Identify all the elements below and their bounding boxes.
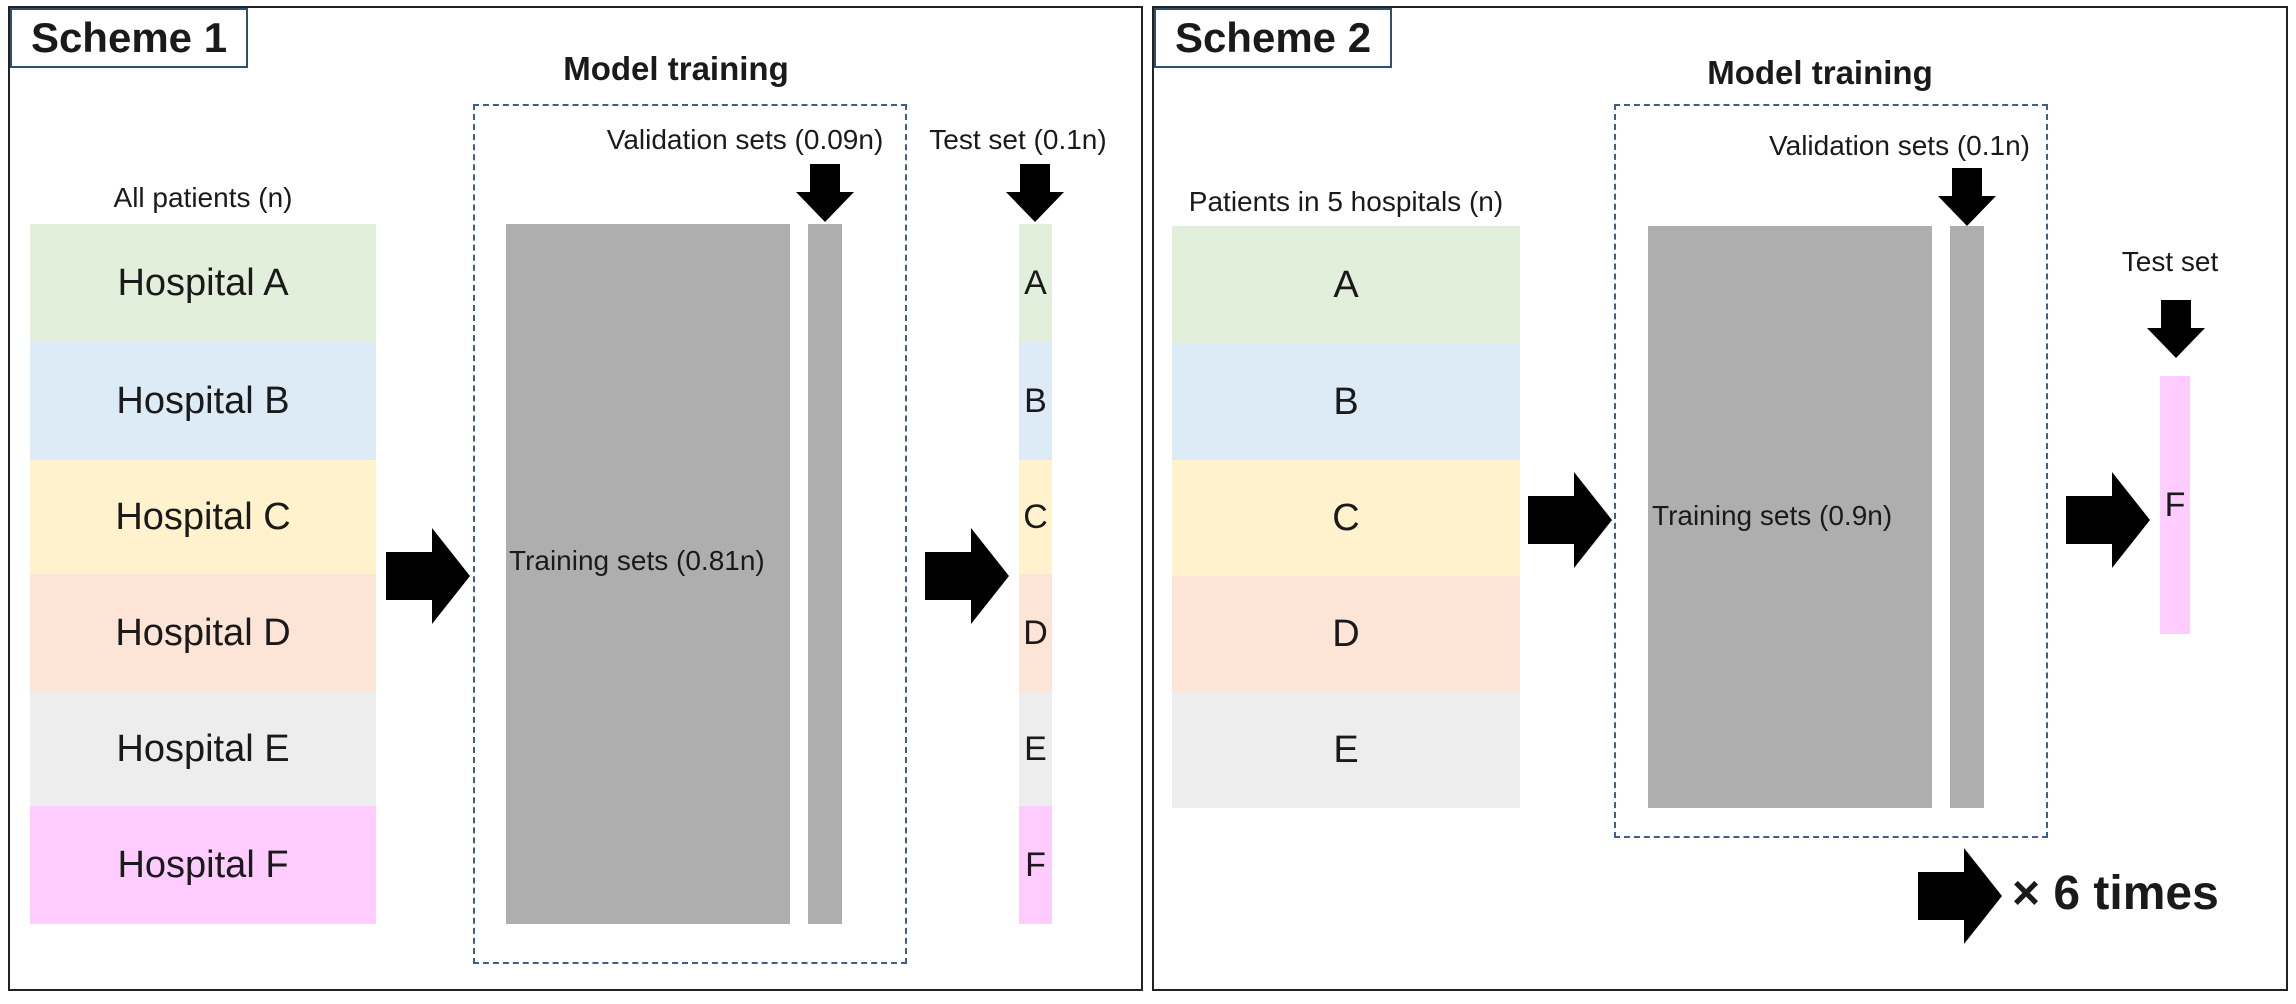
scheme2-training-label: Training sets (0.9n) [1652, 500, 1893, 531]
scheme1-training-set [506, 224, 790, 924]
scheme2-model-training-box [1614, 104, 2048, 838]
scheme1-hospital-b: Hospital B [30, 342, 376, 460]
scheme2-validation-set [1950, 226, 1984, 808]
scheme1-test-seg-c: C [1019, 460, 1052, 574]
scheme1-hospital-a: Hospital A [30, 224, 376, 342]
scheme1-test-right-arrow-icon [925, 528, 1009, 624]
scheme2-hospital-b: B [1172, 344, 1520, 460]
scheme1-test-seg-b: B [1019, 342, 1052, 460]
scheme1-validation-down-arrow-icon [796, 164, 854, 222]
scheme2-right-arrow-icon [1528, 472, 1612, 568]
scheme2-validation-label: Validation sets (0.1n) [1769, 130, 2030, 161]
scheme2-hospital-c: C [1172, 460, 1520, 576]
scheme2-hospital-d: D [1172, 576, 1520, 692]
scheme1-test-label: Test set (0.1n) [929, 124, 1107, 155]
scheme2-title: Scheme 2 [1154, 8, 1392, 68]
scheme2-hospital-e: E [1172, 692, 1520, 808]
scheme1-hospital-c: Hospital C [30, 460, 376, 574]
scheme2-test-label: Test set [2121, 246, 2219, 277]
scheme2-hospital-a: A [1172, 226, 1520, 344]
scheme2-repeat-arrow-icon [1918, 848, 2002, 944]
scheme2-repeat-label: × 6 times [2012, 867, 2219, 920]
scheme1-right-arrow-icon [386, 528, 470, 624]
scheme1-all-patients-label: All patients (n) [113, 182, 293, 213]
scheme1-hospital-e: Hospital E [30, 692, 376, 806]
scheme1-test-down-arrow-icon [1006, 164, 1064, 222]
scheme1-validation-label: Validation sets (0.09n) [606, 124, 884, 155]
scheme1-model-training-heading: Model training [563, 50, 789, 87]
scheme1-test-seg-e: E [1019, 692, 1052, 806]
scheme1-panel [8, 6, 1143, 991]
scheme1-test-seg-d: D [1019, 574, 1052, 692]
scheme1-hospital-d: Hospital D [30, 574, 376, 692]
scheme2-test-down-arrow-icon [2147, 300, 2205, 358]
scheme1-hospital-f: Hospital F [30, 806, 376, 924]
scheme2-patients-label: Patients in 5 hospitals (n) [1188, 186, 1504, 217]
scheme2-test-right-arrow-icon [2066, 472, 2150, 568]
scheme2-test-seg-f: F [2160, 376, 2190, 634]
scheme1-test-seg-a: A [1019, 224, 1052, 342]
scheme2-training-set [1648, 226, 1932, 808]
scheme1-validation-set [808, 224, 842, 924]
scheme2-panel [1152, 6, 2288, 991]
scheme2-model-training-heading: Model training [1707, 54, 1933, 91]
scheme1-training-label: Training sets (0.81n) [509, 545, 765, 576]
scheme1-test-seg-f: F [1019, 806, 1052, 924]
scheme1-model-training-box [473, 104, 907, 964]
scheme2-validation-down-arrow-icon [1938, 168, 1996, 226]
scheme1-title: Scheme 1 [10, 8, 248, 68]
